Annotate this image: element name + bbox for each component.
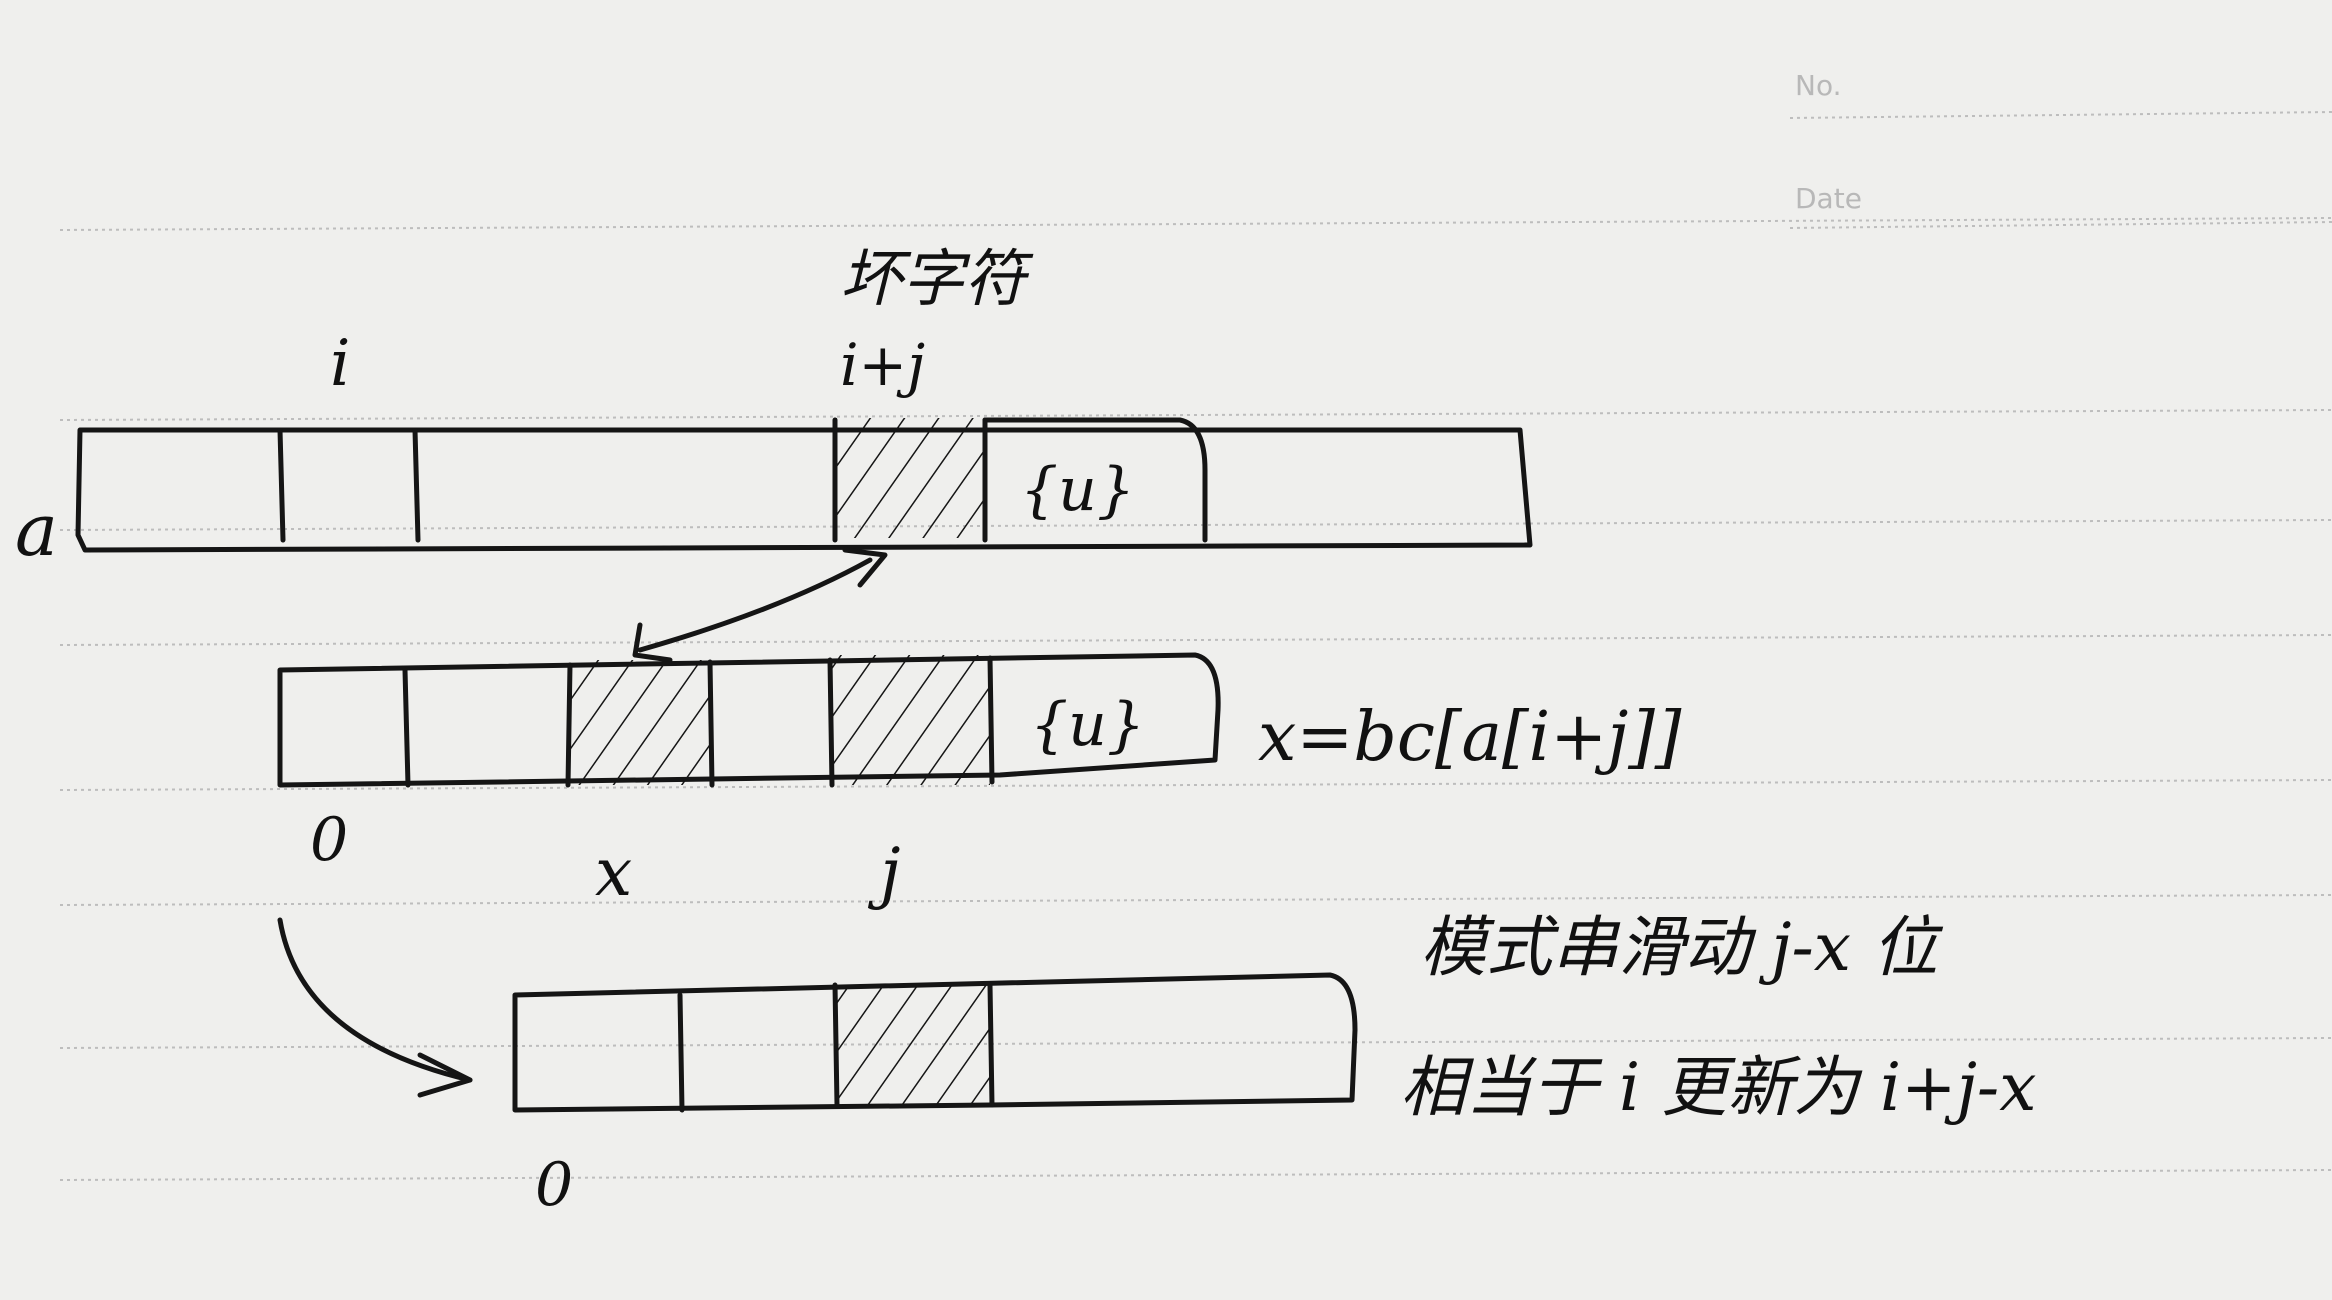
ruled-lines: [59, 111, 2332, 1181]
match-double-arrow: [632, 547, 888, 663]
index-i-label: i: [330, 327, 350, 401]
shifted-bad-char-cell: [835, 985, 990, 1105]
pattern-bad-char-x-cell: [570, 660, 710, 785]
note-update-i: 相当于 i 更新为 i+j-x: [1400, 1049, 2036, 1126]
array-a-label: a: [15, 488, 58, 572]
index-i-plus-j-label: i+j: [840, 331, 925, 399]
shift-arrow: [277, 917, 473, 1098]
no-label: No.: [1795, 69, 1841, 102]
index-zero-label-bottom: 0: [535, 1150, 573, 1220]
index-x-label: x: [595, 834, 632, 911]
bad-char-label: 坏字符: [840, 242, 1034, 315]
index-j-label: j: [867, 834, 900, 911]
pattern-array-current: [277, 652, 1221, 788]
index-zero-label-mid: 0: [310, 805, 348, 875]
suffix-u-label-top: {u}: [1020, 455, 1135, 525]
date-label: Date: [1795, 182, 1862, 215]
bad-char-formula: x=bc[a[i+j]]: [1258, 698, 1682, 777]
pattern-array-shifted: [512, 972, 1358, 1113]
bad-char-cell: [835, 418, 985, 538]
pattern-bad-char-j-cell: [830, 655, 990, 785]
suffix-u-label-mid: {u}: [1030, 690, 1145, 760]
note-shift-distance: 模式串滑动 j-x 位: [1420, 909, 1944, 986]
text-array-a: [75, 417, 1533, 553]
